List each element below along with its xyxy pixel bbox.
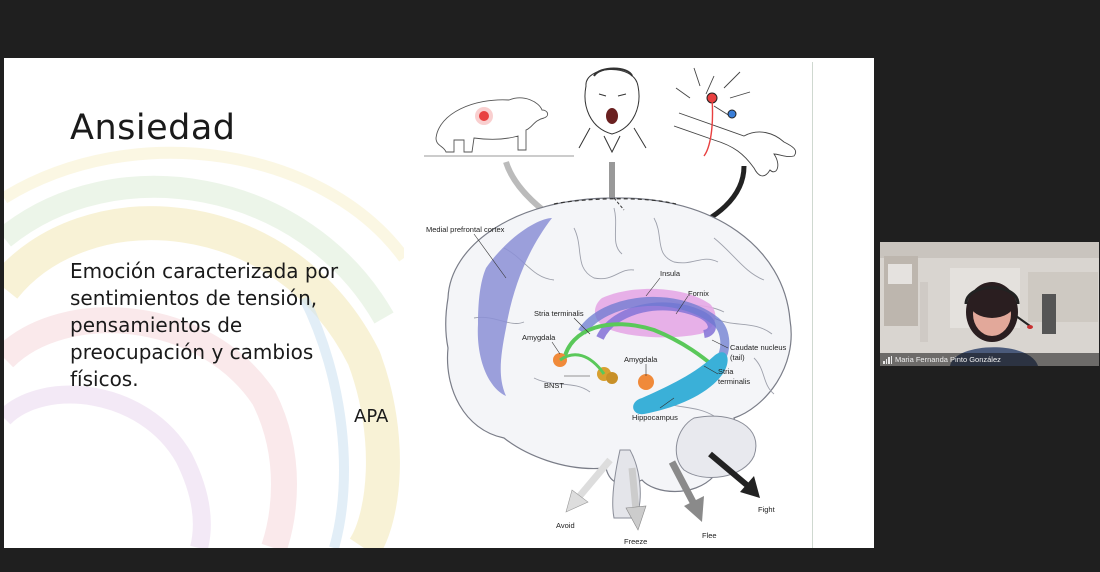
label-caudate-tail: (tail)	[730, 353, 745, 362]
hand-pain-illustration	[673, 67, 797, 177]
polar-bear-illustration	[424, 97, 574, 157]
brain-anxiety-diagram: Medial prefrontal cortex Insula Fornix S…	[424, 67, 797, 546]
cerebellum	[675, 415, 757, 478]
slide-title: Ansiedad	[70, 108, 236, 148]
participant-name-bar: Maria Fernanda Pinto González	[880, 353, 1099, 366]
hippocampus	[633, 352, 728, 415]
label-hippocampus: Hippocampus	[632, 413, 678, 422]
slide-body-text: Emoción caracterizada por sentimientos d…	[70, 259, 339, 391]
decorative-background-swirl	[4, 146, 404, 548]
label-stria-terminalis-top: Stria terminalis	[534, 309, 584, 318]
label-bnst: BNST	[544, 381, 564, 390]
headset-icon	[964, 286, 1020, 305]
pain-spot-icon	[479, 111, 489, 121]
participant-video-tile[interactable]: Maria Fernanda Pinto González	[880, 242, 1099, 366]
nerve-signal-icon	[727, 109, 737, 119]
label-stria-bottom-2: terminalis	[718, 377, 750, 386]
label-fornix: Fornix	[688, 289, 709, 298]
label-amygdala-right: Amygdala	[624, 355, 658, 364]
arrow-flee	[684, 496, 704, 522]
participant-name: Maria Fernanda Pinto González	[895, 355, 1001, 364]
label-amygdala-left: Amygdala	[522, 333, 556, 342]
background-object	[1042, 294, 1056, 334]
label-avoid: Avoid	[556, 521, 575, 530]
label-insula: Insula	[660, 269, 681, 278]
label-stria-bottom-1: Stria	[718, 367, 734, 376]
arrow-avoid	[565, 489, 589, 513]
stria-terminalis	[562, 322, 718, 370]
signal-strength-icon	[883, 355, 892, 364]
screaming-face-illustration	[578, 67, 647, 154]
label-caudate-nucleus: Caudate nucleus	[730, 343, 787, 352]
label-freeze: Freeze	[624, 537, 647, 546]
label-flee: Flee	[702, 531, 717, 540]
slide-source: APA	[354, 406, 389, 427]
label-fight: Fight	[758, 505, 776, 514]
arrow-freeze	[625, 505, 647, 531]
slide-divider	[812, 62, 813, 548]
presentation-slide: Ansiedad Emoción caracterizada por senti…	[4, 58, 874, 548]
caudate-nucleus	[578, 297, 730, 363]
amygdala-right	[638, 374, 654, 390]
arrow-fight	[740, 476, 760, 498]
participant-video-feed	[880, 242, 1099, 366]
label-medial-prefrontal-cortex: Medial prefrontal cortex	[426, 225, 505, 234]
medial-prefrontal-cortex	[477, 218, 552, 396]
